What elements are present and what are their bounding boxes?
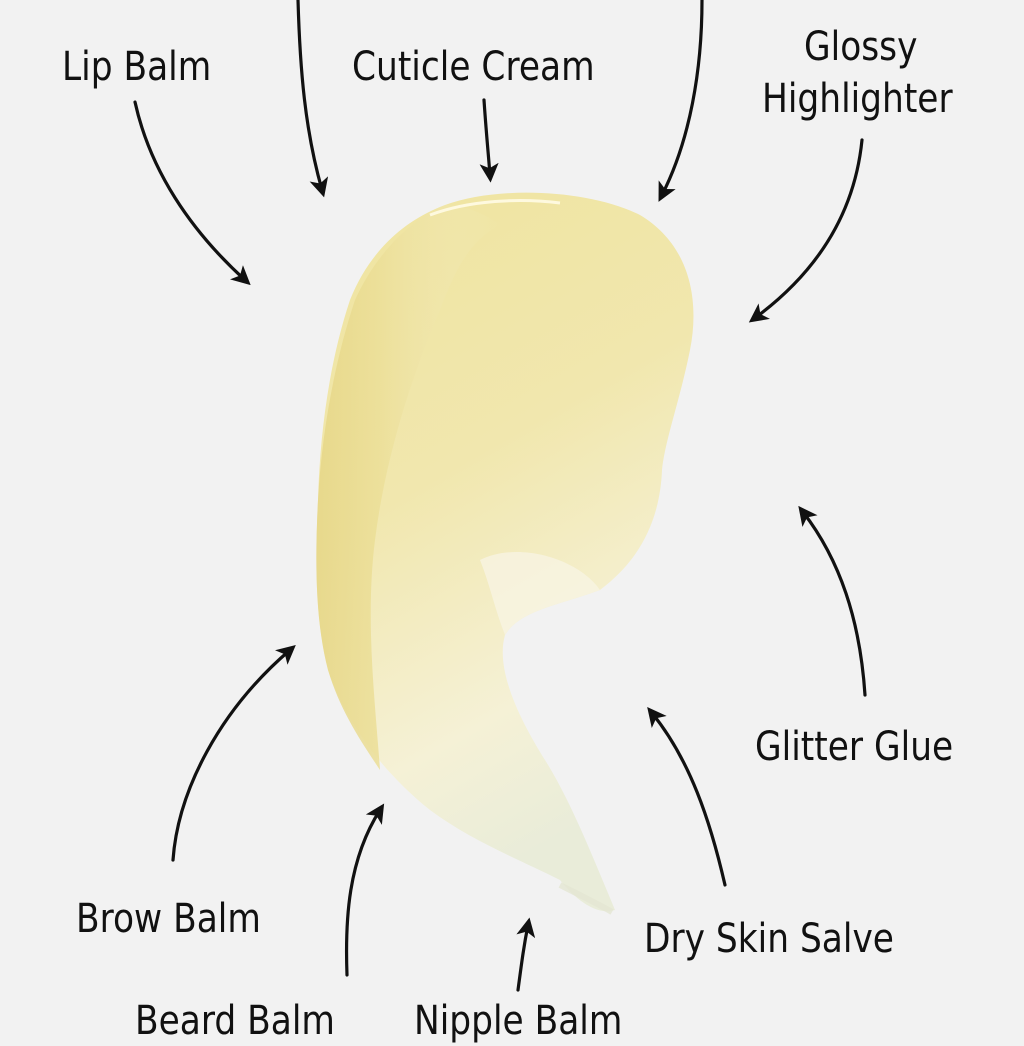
label-lip-balm: Lip Balm <box>62 44 212 90</box>
label-dry-skin-salve: Dry Skin Salve <box>644 916 894 962</box>
arrow-beard-balm <box>344 803 385 977</box>
arrow-cuticle-cream <box>479 98 499 183</box>
balm-swatch <box>316 192 694 915</box>
label-nipple-balm: Nipple Balm <box>414 998 623 1044</box>
arrow-nipple-balm <box>516 917 536 992</box>
label-glitter-glue: Glitter Glue <box>755 724 954 770</box>
arrow-glossy-highlighter <box>748 138 864 323</box>
label-glossy-highlighter-line1: Glossy <box>804 24 918 70</box>
arrow-dry-skin-salve <box>647 707 727 887</box>
arrow-top-right <box>658 0 704 202</box>
arrow-brow-balm <box>171 644 296 862</box>
swatch-and-arrows <box>133 0 867 992</box>
label-beard-balm: Beard Balm <box>135 998 335 1044</box>
arrow-lip-balm <box>133 100 251 286</box>
arrow-glitter-glue <box>798 505 867 697</box>
arrow-top-left <box>296 0 329 198</box>
label-brow-balm: Brow Balm <box>76 896 261 942</box>
infographic: Lip Balm Cuticle Cream Glossy Highlighte… <box>62 0 954 1044</box>
label-cuticle-cream: Cuticle Cream <box>352 44 595 90</box>
label-glossy-highlighter-line2: Highlighter <box>762 76 953 122</box>
